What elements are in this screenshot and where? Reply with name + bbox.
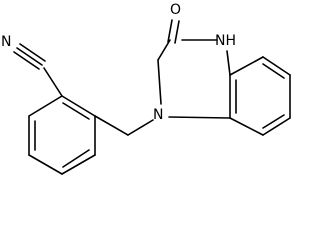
bond xyxy=(226,50,231,76)
bond xyxy=(168,116,231,119)
double-bond-inner xyxy=(62,149,90,168)
bond xyxy=(61,95,96,117)
double-bond xyxy=(167,19,173,43)
bond xyxy=(94,115,129,136)
bond xyxy=(157,39,171,61)
benzonitrile-ring xyxy=(28,95,96,175)
double-bond xyxy=(174,20,180,44)
bond xyxy=(262,56,291,76)
triple-bond xyxy=(19,43,46,62)
nitrile-nitrogen-label: N xyxy=(1,34,11,50)
methylene-linker xyxy=(94,115,154,136)
molecule-svg: N N O NH xyxy=(1,2,291,175)
bond xyxy=(262,117,291,136)
double-bond-inner xyxy=(262,63,285,79)
fused-benzene-ring xyxy=(229,56,291,136)
bond xyxy=(61,154,96,175)
bond xyxy=(43,67,63,97)
bond xyxy=(157,59,162,105)
bond xyxy=(28,95,63,117)
nitrile-group: N xyxy=(1,34,63,97)
ring-nitrogen-label: N xyxy=(153,107,163,123)
double-bond-inner xyxy=(62,102,90,120)
double-bond-inner xyxy=(262,114,285,129)
bond xyxy=(229,56,264,76)
molecule-diagram: N N O NH xyxy=(1,2,291,175)
triple-bond xyxy=(16,47,43,66)
bond xyxy=(127,119,154,136)
triple-bond xyxy=(13,51,40,70)
oxygen-label: O xyxy=(170,2,181,18)
bond xyxy=(28,154,63,175)
bond xyxy=(229,117,264,136)
piperazinone-ring xyxy=(157,39,231,119)
carbonyl-group: O xyxy=(167,2,181,44)
amide-nh-label: NH xyxy=(215,33,236,49)
